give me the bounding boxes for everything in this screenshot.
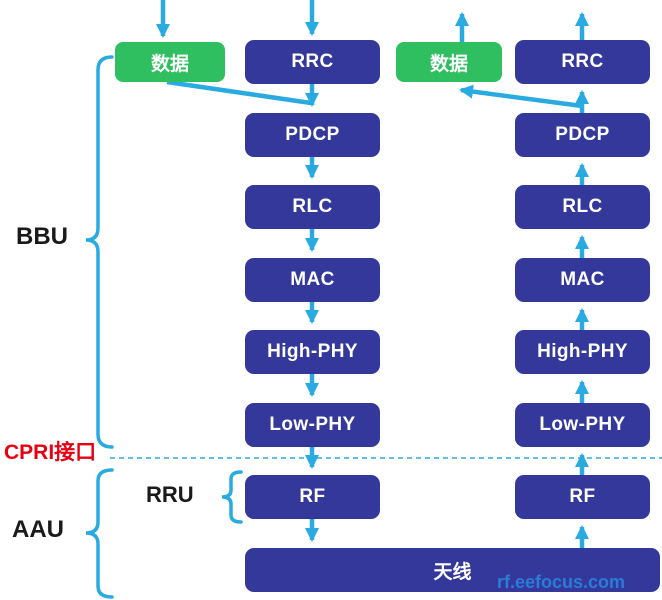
uplink-layer-mac: MAC [515,258,650,302]
bbu-brace [85,55,114,449]
downlink-layer-pdcp: PDCP [245,113,380,157]
downlink-layer-rf: RF [245,475,380,519]
rru-brace [221,470,243,524]
uplink-data-box: 数据 [396,42,502,82]
uplink-layer-low-phy: Low-PHY [515,403,650,447]
aau-label: AAU [12,516,64,543]
cpri-interface-label: CPRI接口 [4,441,97,464]
rru-label: RRU [146,482,194,507]
downlink-layer-mac: MAC [245,258,380,302]
downlink-layer-rlc: RLC [245,185,380,229]
aau-brace [85,468,114,599]
uplink-layer-high-phy: High-PHY [515,330,650,374]
uplink-layer-pdcp: PDCP [515,113,650,157]
downlink-layer-low-phy: Low-PHY [245,403,380,447]
bbu-label: BBU [16,223,68,250]
antenna-box: 天线 [245,548,660,592]
downlink-layer-rrc: RRC [245,40,380,84]
uplink-arrows [455,12,589,548]
uplink-layer-rf: RF [515,475,650,519]
downlink-layer-high-phy: High-PHY [245,330,380,374]
uplink-layer-rlc: RLC [515,185,650,229]
downlink-data-box: 数据 [115,42,225,82]
downlink-arrows [156,0,319,542]
watermark: rf.eefocus.com [497,572,626,592]
uplink-layer-rrc: RRC [515,40,650,84]
